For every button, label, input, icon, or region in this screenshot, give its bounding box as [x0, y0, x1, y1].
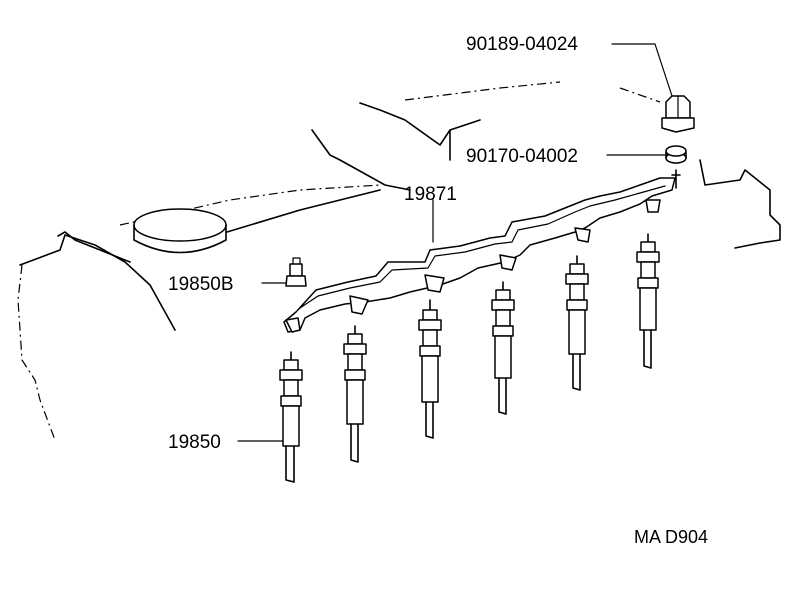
glow-plug-2 — [343, 325, 367, 463]
nut-part — [661, 95, 695, 133]
glow-plug-5 — [565, 255, 589, 391]
glow-plug-set — [279, 233, 660, 483]
diagram-reference-code: MA D904 — [634, 527, 708, 547]
connector-part — [285, 257, 307, 287]
nut-part-number: 90189-04024 — [466, 34, 578, 55]
engine-head-outline — [17, 81, 781, 441]
washer-part — [665, 145, 687, 164]
bus-bar-part-number: 19871 — [404, 184, 457, 205]
leader-lines — [237, 43, 673, 442]
glow-plug-3 — [418, 299, 442, 439]
glow-plug-bus-bar — [283, 169, 681, 333]
glow-plug-4 — [491, 281, 515, 415]
glow-plug-6 — [636, 233, 660, 369]
washer-part-number: 90170-04002 — [466, 146, 578, 167]
glow-plug-1 — [279, 351, 303, 483]
connector-part-number: 19850B — [168, 274, 234, 295]
glow-plug-part-number: 19850 — [168, 432, 221, 453]
